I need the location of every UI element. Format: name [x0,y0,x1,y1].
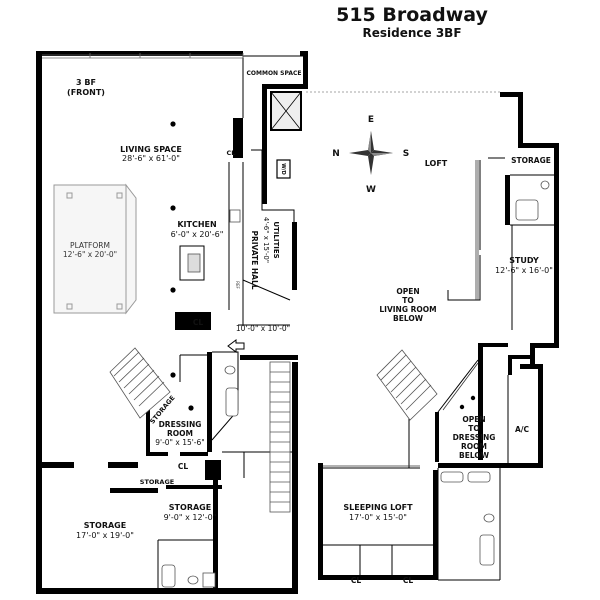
sleeping-loft-dims: 17'-0" x 15'-0" [349,513,407,522]
open-dressing-label-3: DRESSING [453,433,496,442]
open-dressing-label-5: BELOW [459,451,490,460]
upper-closet-label-2: CL [403,576,414,585]
upper-lights [459,395,476,410]
open-dressing-label-2: TO [468,424,480,433]
open-living-label-4: BELOW [393,314,424,323]
compass-icon [349,131,393,175]
washer-dryer [276,159,291,179]
kitchen-label: KITCHEN [177,220,216,229]
upper-closet-label-1: CL [351,576,362,585]
sleeping-loft-label: SLEEPING LOFT [343,503,413,512]
ref-label: REF [235,281,240,289]
ac-label: A/C [515,425,530,434]
kitchen-dims: 6'-0" x 20'-6" [171,230,224,239]
upper-level: E W N S LOFT STORAGE [318,92,559,585]
platform [53,183,137,315]
small-storage-label: STORAGE [140,478,174,486]
plan-subtitle: Residence 3BF [362,26,461,40]
platform-dims: 12'-6" x 20'-0" [63,250,117,259]
lower-bath-fixtures [161,365,239,588]
dressing-room-label: DRESSING [159,420,202,429]
study-dims: 12'-6" x 16'-0" [495,266,553,275]
large-storage-label: STORAGE [84,521,126,530]
compass-north: N [332,149,340,159]
large-storage-dims: 17'-0" x 19'-0" [76,531,134,540]
plan-title: 515 Broadway [336,4,488,26]
utilities-dims: 4'-6" x 15'-0" [262,217,270,263]
upper-bath-fixtures [440,180,550,566]
lower-level: 3 BF (FRONT) COMMON SPACE LIVING SPACE 2… [36,51,308,594]
mid-storage-dims: 9'-0" x 12'-0" [164,513,217,522]
kitchen-island [179,209,241,281]
open-living-label-1: OPEN [396,287,419,296]
closet-label-kitchen: CL [193,318,204,327]
common-stair [269,361,291,513]
lower-level-interior-lines [157,55,303,588]
private-hall-label: PRIVATE HALL [250,230,259,289]
open-living-label-2: TO [402,296,414,305]
compass-west: W [366,185,376,195]
unit-label: 3 BF [76,78,96,87]
compass-south: S [403,149,409,159]
utilities-label: UTILITIES [272,221,280,258]
dressing-room-dims: 9'-0" x 15'-6" [155,438,205,447]
study-label: STUDY [509,256,539,265]
mid-storage-label: STORAGE [169,503,211,512]
upper-railings [323,160,479,467]
entry-arrow-icon [227,339,245,353]
open-dressing-label-4: ROOM [461,442,487,451]
unit-label-front: (FRONT) [67,88,105,97]
platform-label: PLATFORM [70,241,110,250]
lower-stair [109,347,171,419]
wd-label: W/D [280,163,286,175]
open-living-label-3: LIVING ROOM [379,305,436,314]
upper-storage-label: STORAGE [511,156,551,165]
front-windows [42,53,244,59]
compass-east: E [368,115,374,125]
elevator-shaft [270,91,302,131]
closet-label-common: CL [227,149,236,157]
ceiling-lights [170,121,194,411]
living-space-label: LIVING SPACE [120,145,182,154]
common-space-label: COMMON SPACE [247,70,302,77]
upper-stair [376,349,438,421]
upper-level-interior-lines [323,157,554,581]
living-space-dims: 28'-6" x 61'-0" [122,154,180,163]
dressing-room-label-2: ROOM [167,429,193,438]
lower-level-walls [36,51,308,594]
hall-dims: 10'-0" x 10'-0" [236,324,290,333]
open-dressing-label-1: OPEN [462,415,485,424]
upper-level-walls [318,92,559,580]
closet-label-dressing: CL [178,462,189,471]
loft-label: LOFT [425,159,448,168]
